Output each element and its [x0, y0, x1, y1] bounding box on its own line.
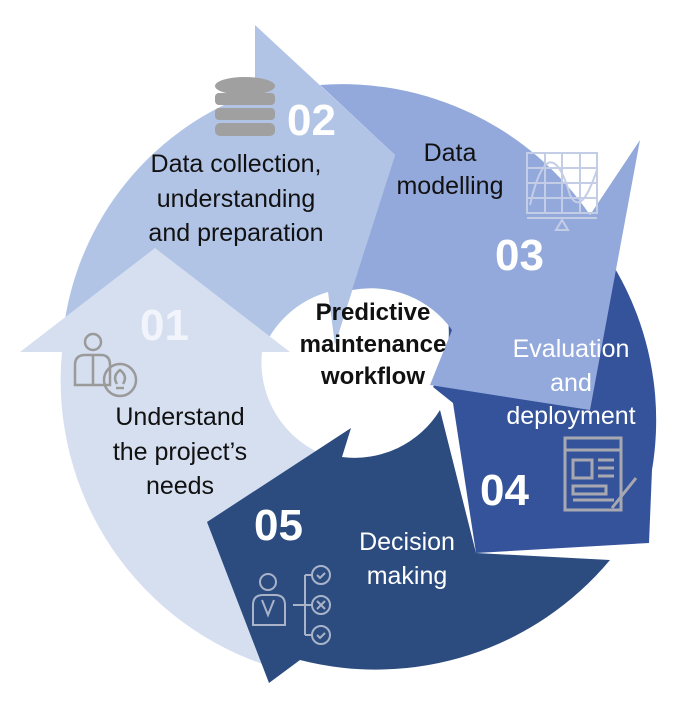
step-03-label-line2: modelling: [396, 172, 503, 200]
step-02-label-line1: Data collection,: [151, 150, 322, 178]
person-lightbulb-icon: [73, 332, 138, 398]
monitor-chart-icon: [526, 152, 598, 231]
step-01-label-line1: Understand: [115, 403, 244, 431]
step-01-label-line3: needs: [146, 472, 214, 500]
step-04-label-line1: Evaluation: [513, 335, 630, 363]
step-05-arrow: [207, 410, 610, 683]
step-05-number: 05: [254, 501, 303, 550]
center-title-line2: maintenance: [300, 331, 447, 358]
step-03-arrow: [320, 84, 640, 410]
step-05-label-line1: Decision: [359, 528, 455, 556]
database-icon: [215, 77, 275, 136]
step-04-number: 04: [480, 466, 529, 515]
center-title-line3: workflow: [320, 363, 425, 390]
step-01-label-line2: the project’s: [113, 438, 247, 466]
step-03-label-line1: Data: [424, 139, 477, 167]
step-04-label-line3: deployment: [506, 402, 635, 430]
step-05-label-line2: making: [367, 562, 448, 590]
step-02-label-line2: understanding: [157, 185, 315, 213]
step-03-number: 03: [495, 231, 544, 280]
step-02-label-line3: and preparation: [148, 219, 323, 247]
step-01-number: 01: [140, 301, 189, 350]
center-title-line1: Predictive: [316, 299, 431, 326]
person-decision-icon: [252, 565, 331, 645]
step-04-label-line2: and: [550, 369, 592, 397]
webpage-edit-icon: [563, 436, 638, 512]
step-02-number: 02: [287, 96, 336, 145]
